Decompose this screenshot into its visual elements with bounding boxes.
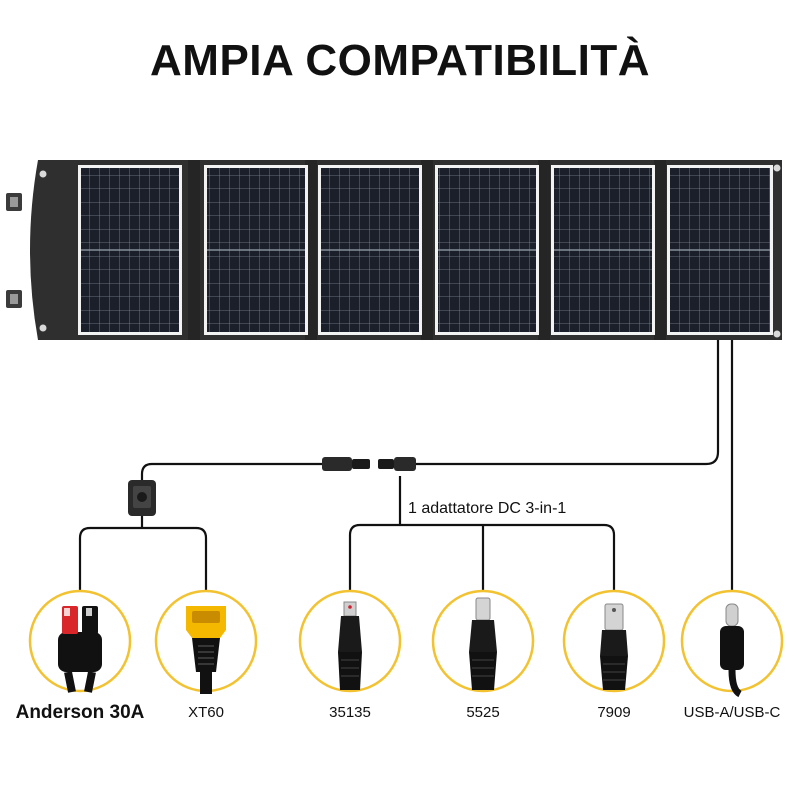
adapter-label: 1 adattatore DC 3-in-1 [408,500,567,517]
solar-cell-6 [667,165,773,335]
dc-35135-plug-icon [298,589,402,693]
dc-inline-connector-icon [322,457,416,471]
anderson-connector-icon [28,589,132,693]
dc-5525-plug-icon [431,589,535,693]
usb-c-plug-icon [680,589,784,698]
solar-cell-4 [435,165,539,335]
solar-cell-5 [551,165,655,335]
connector-label-7909: 7909 [597,704,631,721]
cables [78,340,734,592]
xt60-connector-icon [154,589,258,694]
solar-cell-3 [318,165,422,335]
dc-7909-plug-icon [562,589,666,693]
solar-cell-2 [204,165,308,335]
solar-cell-1 [78,165,182,335]
connector-label-anderson: Anderson 30A [15,702,145,723]
splitter-icon [128,480,156,516]
connector-label-5525: 5525 [466,704,500,721]
page-title: AMPIA COMPATIBILITÀ [150,36,650,85]
connector-label-35135: 35135 [329,704,371,721]
connector-label-usb: USB-A/USB-C [683,704,781,721]
solar-panel [6,160,782,340]
connector-label-xt60: XT60 [188,704,224,721]
